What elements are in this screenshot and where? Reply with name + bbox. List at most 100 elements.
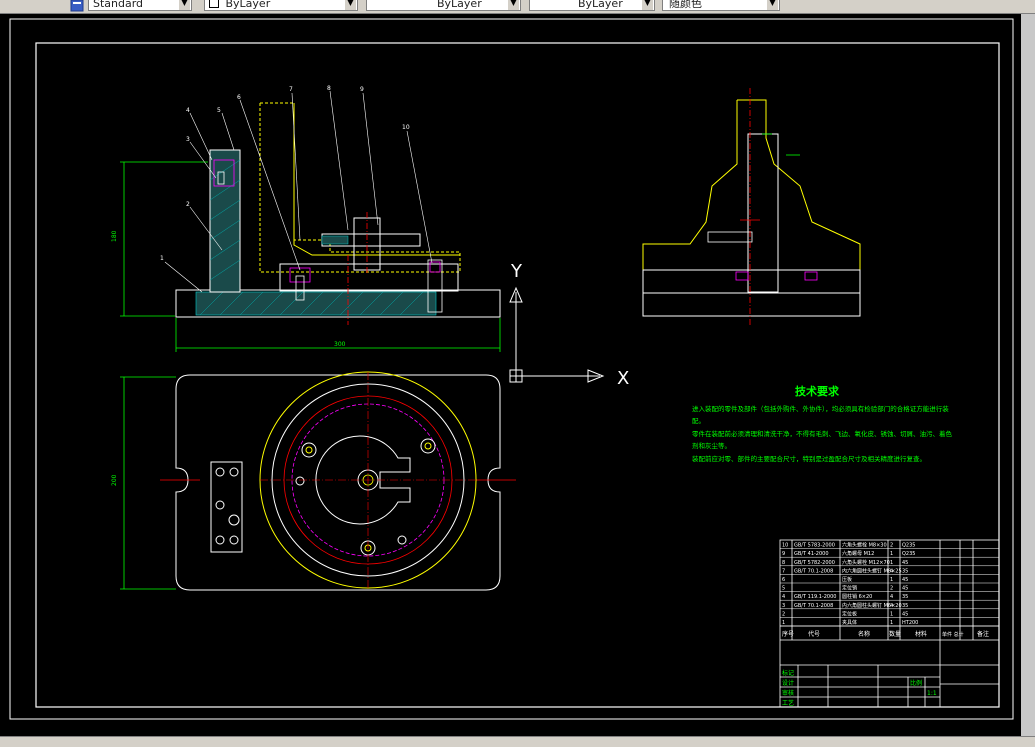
bom-cell: 4 [890,603,893,609]
bom-cell: 45 [902,611,908,617]
text-style-value: Standard [93,0,144,10]
dim-width-label: 300 [334,341,346,348]
sign-row-2: 设计 [782,679,794,687]
tech-line-2: 配。 [692,417,705,425]
bom-cell: 35 [902,568,908,574]
lineweight-dropdown[interactable]: ByLayer ▼ [529,0,655,11]
bom-cell: 45 [902,560,908,566]
sheet-outer-border [9,18,1014,720]
bom-cell: GB/T 119.1-2000 [794,594,836,600]
tech-line-4: 剂和灰尘等。 [692,441,731,450]
layer-value: ByLayer [225,0,271,10]
bom-cell: HT200 [902,620,918,626]
dim-width2-label: 200 [111,474,118,486]
scale-value: 1:1 [927,690,937,697]
bom-header-code: 代号 [808,630,820,638]
lineweight-value: ByLayer [578,0,623,10]
bom-cell: 内六角圆柱头螺钉 M8×25 [842,567,902,574]
linetype-value: ByLayer [437,0,482,10]
bom-cell: 4 [890,568,893,574]
tech-line-5: 装配前应对零、部件的主要配合尺寸，特别是过盈配合尺寸及相关精度进行复查。 [692,454,926,463]
part-number-3: 3 [186,136,190,143]
cad-drawing-canvas[interactable]: 180 300 [0,14,1021,736]
bom-cell: 1 [782,620,785,626]
bom-cell: 六角螺母 M12 [842,550,874,557]
ucs-x-label: X [617,368,629,389]
bom-cell: 8 [782,560,785,566]
bom-header-seq: 序号 [782,630,794,638]
sheet-inner-border [35,42,1000,708]
dim-height-label: 180 [111,230,118,242]
part-number-4: 4 [186,107,190,114]
ucs-y-label: Y [510,261,523,282]
chevron-down-icon[interactable]: ▼ [767,0,778,10]
bom-cell: GB/T 5783-2000 [794,543,835,549]
bom-cell: 定位销 [842,585,857,592]
bom-cell: 4 [782,594,785,600]
part-number-5: 5 [217,107,221,114]
bom-header-qty: 数量 [889,630,901,638]
chevron-down-icon[interactable]: ▼ [179,0,190,10]
bom-cell: Q235 [902,543,915,549]
bom-cell: 45 [902,577,908,583]
properties-toolbar: Standard ▼ ByLayer ▼ ByLayer ▼ ByLayer ▼… [0,0,1035,14]
bom-header-material: 材料 [915,630,927,638]
tech-title: 技术要求 [795,384,840,398]
side-view [642,88,861,325]
text-style-dropdown[interactable]: Standard ▼ [88,0,192,11]
scale-label: 比例 [910,679,922,687]
bom-cell: GB/T 5782-2000 [794,560,835,566]
part-number-6: 6 [237,94,241,101]
technical-requirements: 技术要求 进入装配的零件及部件（包括外购件、外协件），均必须具有检验部门的合格证… [692,384,953,463]
status-bar [0,736,1035,747]
chevron-down-icon[interactable]: ▼ [345,0,356,10]
bom-cell: 六角头螺栓 M12×70 [842,559,890,566]
bom-cell: 2 [782,611,785,617]
bom-cell: 7 [782,568,785,574]
part-number-7: 7 [289,86,293,93]
sign-row-1: 标记 [782,669,794,677]
bom-header-note: 备注 [977,630,989,638]
color-value: 随颜色 [669,0,702,10]
bom-cell: 1 [890,611,893,617]
bom-cell: 1 [890,577,893,583]
bom-cell: GB/T 70.1-2008 [794,603,833,609]
text-style-icon[interactable] [70,0,84,12]
bom-cell: 定位板 [842,610,857,617]
bom-cell: 4 [890,594,893,600]
ucs-icon [509,286,605,383]
bom-cell: GB/T 41-2000 [794,551,829,557]
part-number-10: 10 [402,124,410,131]
bom-cell: 10 [782,543,788,549]
bom-header-name: 名称 [858,630,870,638]
bom-cell: 内六角圆柱头螺钉 M6×20 [842,602,902,609]
chevron-down-icon[interactable]: ▼ [642,0,653,10]
part-number-8: 8 [327,85,331,92]
bom-cell: 圆柱销 6×20 [842,593,872,600]
bom-header-weight: 单件 总计 [942,631,964,638]
bom-cell: 2 [890,543,893,549]
front-view: 180 300 [111,85,501,352]
sign-row-3: 审核 [782,689,794,697]
linetype-dropdown[interactable]: ByLayer ▼ [366,0,521,11]
bom-cell: 1 [890,551,893,557]
bom-cell: GB/T 70.1-2008 [794,568,833,574]
vertical-scrollbar[interactable] [1021,14,1035,736]
bom-cell: 45 [902,586,908,592]
bom-cell: 夹具体 [842,619,857,626]
tech-line-1: 进入装配的零件及部件（包括外购件、外协件），均必须具有检验部门的合格证方能进行装 [692,404,949,413]
title-block-header: 序号 代号 名称 数量 材料 单件 总计 备注 标记 设计 审核 工艺 比例 1… [782,630,989,707]
bom-cell: 1 [890,620,893,626]
layer-dropdown[interactable]: ByLayer ▼ [204,0,358,11]
bom-cell: 9 [782,551,785,557]
part-number-2: 2 [186,201,190,208]
bom-cell: 六角头螺栓 M8×30 [842,542,887,549]
part-number-9: 9 [360,86,364,93]
sign-row-4: 工艺 [782,699,794,707]
layer-swatch-icon [209,0,219,8]
chevron-down-icon[interactable]: ▼ [508,0,519,10]
color-dropdown[interactable]: 随颜色 ▼ [662,0,780,11]
bom-cell: 5 [782,586,785,592]
top-view: 200 [111,371,516,591]
